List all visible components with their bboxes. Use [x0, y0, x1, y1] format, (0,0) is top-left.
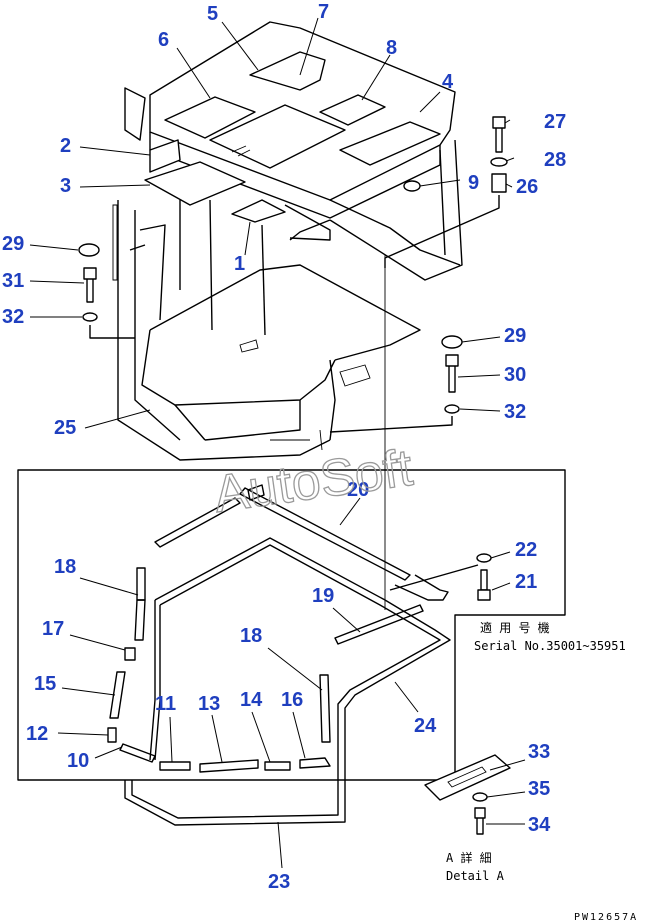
- callout-29-left: 29: [2, 233, 24, 255]
- callouts: 1 2 3 4 5 6 7 8 9 10 11 12 13 14 15 16 1…: [2, 1, 566, 893]
- callout-2: 2: [60, 135, 71, 157]
- callout-25: 25: [54, 417, 76, 439]
- drawing-number: PW12657A: [574, 912, 638, 923]
- notes: 適 用 号 機 Serial No.35001~35951 A 詳 細 Deta…: [446, 620, 638, 923]
- callout-1: 1: [234, 253, 245, 275]
- callout-29-right: 29: [504, 325, 526, 347]
- callout-22: 22: [515, 539, 537, 561]
- callout-13: 13: [198, 693, 220, 715]
- detail-label-jp: A 詳 細: [446, 850, 492, 865]
- callout-10: 10: [67, 750, 89, 772]
- callout-28: 28: [544, 149, 566, 171]
- callout-27: 27: [544, 111, 566, 133]
- callout-11: 11: [155, 693, 176, 715]
- callout-6: 6: [158, 29, 169, 51]
- callout-19: 19: [312, 585, 334, 607]
- callout-14: 14: [240, 689, 263, 711]
- callout-5: 5: [207, 3, 218, 25]
- callout-31: 31: [2, 270, 24, 292]
- callout-7: 7: [318, 1, 329, 23]
- callout-12: 12: [26, 723, 48, 745]
- callout-24: 24: [414, 715, 437, 737]
- detail-a-drawing: [424, 754, 511, 835]
- callout-3: 3: [60, 175, 71, 197]
- callout-32-right: 32: [504, 401, 526, 423]
- serial-note-jp: 適 用 号 機: [480, 620, 550, 635]
- leader-lines: [29, 17, 526, 869]
- callout-21: 21: [515, 571, 537, 593]
- callout-15: 15: [34, 673, 56, 695]
- callout-16: 16: [281, 689, 303, 711]
- callout-23: 23: [268, 871, 290, 893]
- watermark: AutoSoft: [210, 439, 416, 524]
- serial-note-en: Serial No.35001~35951: [474, 639, 626, 653]
- callout-26: 26: [516, 176, 538, 198]
- callout-20: 20: [347, 479, 369, 501]
- callout-30: 30: [504, 364, 526, 386]
- callout-18-right: 18: [240, 625, 262, 647]
- callout-32-left: 32: [2, 306, 24, 328]
- detail-label-en: Detail A: [446, 869, 505, 883]
- callout-33: 33: [528, 741, 550, 763]
- hardware-drawing: [78, 116, 508, 433]
- callout-17: 17: [42, 618, 64, 640]
- callout-4: 4: [442, 71, 454, 93]
- cab-frame-drawing: [112, 21, 463, 461]
- callout-9: 9: [468, 172, 479, 194]
- callout-18-left: 18: [54, 556, 76, 578]
- callout-34: 34: [528, 814, 551, 836]
- callout-35: 35: [528, 778, 550, 800]
- callout-8: 8: [386, 37, 397, 59]
- detail-box: [17, 255, 566, 826]
